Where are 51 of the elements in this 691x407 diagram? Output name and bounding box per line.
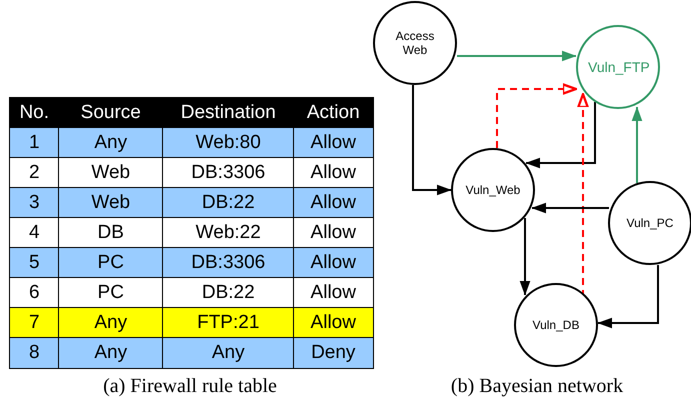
table-cell: Web:80 [162,127,294,158]
arrow [632,107,642,183]
table-cell: 8 [9,337,60,368]
table-cell: DB:3306 [162,157,294,188]
arrow [412,85,451,196]
arrow [457,50,576,62]
node-label: Access Web [394,29,436,57]
node-label: Vuln_PC [626,216,674,230]
table-cell: 2 [9,157,60,188]
table-cell: 6 [9,277,60,308]
table-cell: Allow [293,247,374,278]
table-cell: Allow [293,127,374,158]
table-cell: Web:22 [162,217,294,248]
arrow [496,83,577,148]
node-label: Vuln_Web [466,183,520,197]
table-cell: 5 [9,247,60,278]
table-cell: DB:3306 [162,247,294,278]
table-cell: DB:22 [162,277,294,308]
table-header-cell: No. [9,97,60,128]
table-header-cell: Action [293,97,374,128]
table-cell: Allow [293,307,374,338]
table-cell: Web [58,157,164,188]
table-cell: Allow [293,157,374,188]
table-cell: Allow [293,277,374,308]
table-cell: DB [58,217,164,248]
table-cell: 7 [9,307,60,338]
table-cell: Allow [293,217,374,248]
table-cell: 3 [9,187,60,218]
table-cell: PC [58,277,164,308]
table-header-cell: Source [58,97,164,128]
arrow [532,202,609,214]
table-cell: PC [58,247,164,278]
table-cell: Any [58,127,164,158]
caption: (a) Firewall rule table [103,375,277,398]
arrow [598,265,659,328]
table-cell: Allow [293,187,374,218]
arrow [520,218,530,295]
caption: (b) Bayesian network [450,375,624,398]
table-cell: FTP:21 [162,307,294,338]
table-cell: Any [162,337,294,368]
table-cell: DB:22 [162,187,294,218]
node-label: Vuln_DB [532,318,580,332]
table-cell: Any [58,307,164,338]
table-cell: Deny [293,337,374,368]
table-cell: Web [58,187,164,218]
table-header-cell: Destination [162,97,294,128]
table-cell: 4 [9,217,60,248]
node-label: Vuln_FTP [588,60,648,74]
table-cell: Any [58,337,164,368]
arrow [526,102,596,168]
table-cell: 1 [9,127,60,158]
